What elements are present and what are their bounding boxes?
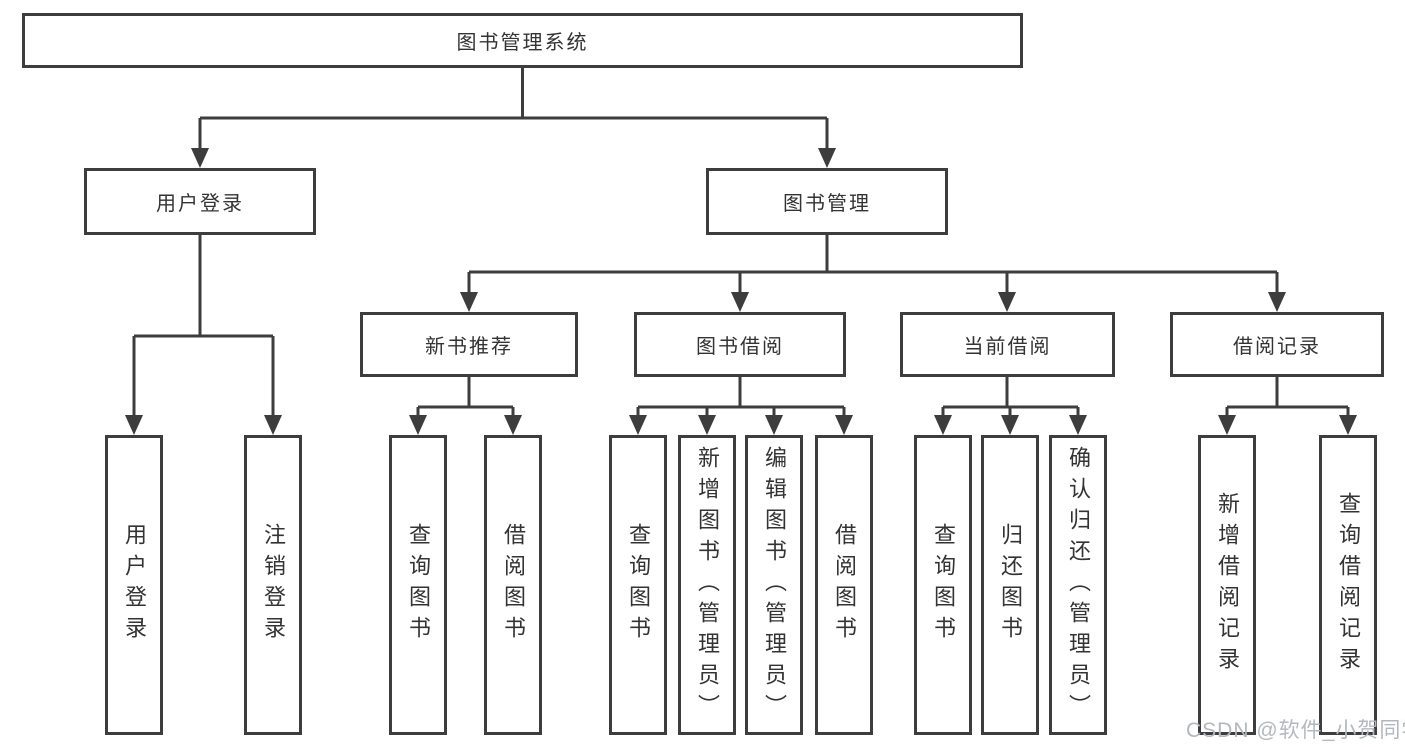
connector-bookmgmt-to-level3 [460,235,1286,312]
leaf-edit-books-admin: 编辑图书（管理员） [745,435,803,735]
leaf-add-borrow-record-label: 新增借阅记录 [1215,492,1240,678]
node-book-borrow-label: 图书借阅 [696,336,784,358]
leaf-logout: 注销登录 [244,435,302,735]
leaf-recommend-borrow-books: 借阅图书 [484,435,542,735]
node-new-book-recommend: 新书推荐 [360,312,578,377]
leaf-borrow-books-label: 借阅图书 [832,523,857,647]
leaf-recommend-borrow-books-label: 借阅图书 [501,523,526,647]
leaf-user-login-label: 用户登录 [122,523,147,647]
connector-current-leaves [934,377,1087,435]
node-borrow-records: 借阅记录 [1170,312,1384,377]
node-current-borrow: 当前借阅 [900,312,1115,377]
connector-root-to-level2 [191,68,836,168]
leaf-add-books-admin: 新增图书（管理员） [678,435,736,735]
node-book-borrow: 图书借阅 [634,312,846,377]
node-user-login: 用户登录 [84,168,316,235]
leaf-query-borrow-record: 查询借阅记录 [1319,435,1377,735]
leaf-borrow-query-books-label: 查询图书 [626,523,651,647]
leaf-return-books: 归还图书 [981,435,1039,735]
node-new-book-recommend-label: 新书推荐 [425,336,513,358]
node-root-system: 图书管理系统 [22,13,1023,68]
connector-records-leaves [1218,377,1357,435]
leaf-return-books-label: 归还图书 [998,523,1023,647]
node-user-login-label: 用户登录 [156,193,244,215]
leaf-confirm-return-admin: 确认归还（管理员） [1049,435,1107,735]
leaf-recommend-query-books-label: 查询图书 [406,523,431,647]
leaf-logout-label: 注销登录 [261,523,286,647]
leaf-current-query-books: 查询图书 [914,435,972,735]
connector-newbooks-leaves [409,377,522,435]
leaf-confirm-return-admin-label: 确认归还（管理员） [1066,445,1091,725]
connector-userlogin-leaves [125,235,282,435]
node-book-management: 图书管理 [706,168,948,235]
node-book-management-label: 图书管理 [783,193,871,215]
leaf-borrow-books: 借阅图书 [815,435,873,735]
csdn-watermark: CSDN @软件_小贺同学 [1186,719,1405,742]
leaf-recommend-query-books: 查询图书 [389,435,447,735]
leaf-current-query-books-label: 查询图书 [931,523,956,647]
leaf-edit-books-admin-label: 编辑图书（管理员） [762,445,787,725]
connector-borrow-leaves [629,377,853,435]
leaf-user-login: 用户登录 [105,435,163,735]
leaf-add-borrow-record: 新增借阅记录 [1198,435,1256,735]
node-root-label: 图书管理系统 [456,32,589,54]
leaf-borrow-query-books: 查询图书 [609,435,667,735]
node-borrow-records-label: 借阅记录 [1233,336,1321,358]
node-current-borrow-label: 当前借阅 [963,336,1052,358]
leaf-add-books-admin-label: 新增图书（管理员） [695,445,720,725]
leaf-query-borrow-record-label: 查询借阅记录 [1336,492,1361,678]
